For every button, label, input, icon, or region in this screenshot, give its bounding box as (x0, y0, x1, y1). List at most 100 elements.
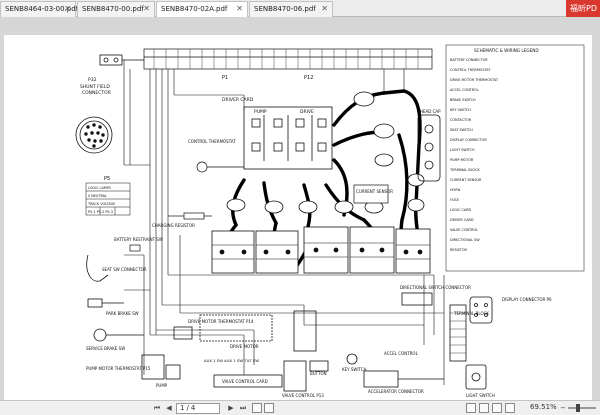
legend-item: CURRENT SENSOR (450, 178, 482, 182)
label-accelerator: ACCELERATOR CONNECTOR (368, 389, 424, 394)
legend-item: VALVE CONTROL (450, 228, 478, 232)
tab-label: SENB8464-03-00.pdf (5, 5, 79, 13)
tab-document-4[interactable]: SENB8470-06.pdf ✕ (249, 1, 333, 17)
zoom-slider-handle[interactable] (576, 404, 581, 412)
pump-motor-thermostat (141, 354, 181, 380)
label-shunt-field: SHUNT FIELD (80, 84, 110, 90)
legend-item: RESISTOR (450, 248, 468, 252)
fit-page-icon[interactable] (505, 403, 515, 413)
close-icon[interactable]: ✕ (236, 4, 243, 13)
seat-switch (86, 254, 109, 282)
terminal-block (449, 304, 467, 362)
label-seat-switch: SEAT SW CONNECTOR (102, 267, 147, 272)
legend-item: BATTERY CONNECTOR (450, 58, 488, 62)
table-p5 (85, 182, 131, 216)
label-button: BUTTON (310, 371, 327, 376)
p5-row-2: S NEUTRAL (88, 194, 107, 198)
p5-row-1: LOGIC LAMPS (88, 186, 111, 190)
contactor-blocks (211, 226, 431, 274)
tab-document-2[interactable]: SENB8470-00.pdf ✕ (77, 1, 155, 17)
label-shunt-connector: CONNECTOR (82, 90, 111, 96)
legend-title: SCHEMATIC & WIRING LEGEND (474, 48, 539, 53)
single-page-icon[interactable] (466, 403, 476, 413)
prev-page-icon[interactable]: ◀ (166, 404, 172, 412)
current-sensor (353, 184, 389, 204)
charging-resistor (168, 212, 212, 220)
p5-row-3: TRACK VOLTAGE (87, 202, 115, 206)
label-aux-switches: AUX 1 SW AUX 1 SW TILT SW (204, 358, 259, 363)
legend-item: KEY SWITCH (450, 108, 471, 112)
close-icon[interactable]: ✕ (143, 4, 150, 13)
copy-icon[interactable] (252, 403, 262, 413)
park-brake-switch (87, 298, 124, 308)
page-layout-icon[interactable] (264, 403, 274, 413)
legend-item: HORN (450, 188, 461, 192)
label-valve-control: VALVE CONTROL P13 (282, 393, 324, 398)
label-current-sensor: CURRENT SENSOR (356, 189, 393, 194)
top-connector-strip (143, 48, 433, 70)
label-p1: P1 (222, 75, 228, 81)
battery-restraint (129, 244, 141, 252)
legend-item: DRIVER CARD (450, 218, 474, 222)
drive-motor-thermostat (173, 314, 273, 342)
document-viewer[interactable]: P1 P12 P32 SHUNT FIELD CONNECTOR (0, 17, 600, 405)
label-battery-restraint: BATTERY RESTRAINT SW (114, 237, 163, 242)
head-cap (417, 114, 441, 182)
label-p32: P32 (88, 77, 97, 83)
label-light-switch: LIGHT SWITCH (466, 393, 495, 398)
legend-list: BATTERY CONNECTOR CONTROL THERMOSTAT DRI… (449, 58, 499, 252)
driver-card (243, 106, 333, 170)
label-drive: DRIVE (300, 109, 314, 115)
label-drive-motor: DRIVE MOTOR (230, 344, 259, 349)
control-thermostat (196, 161, 244, 173)
page-number-field[interactable]: 1/4 (176, 403, 220, 414)
legend-item: CONTACTOR (450, 118, 472, 122)
label-key-switch: KEY SWITCH (342, 367, 367, 372)
label-driver-card: DRIVER CARD (222, 97, 254, 103)
label-head-cap: HEAD CAP (420, 109, 441, 114)
tab-document-3[interactable]: SENB8470-02A.pdf ✕ (156, 1, 248, 17)
legend-item: DISPLAY CONNECTOR (450, 138, 487, 142)
continuous-page-icon[interactable] (479, 403, 489, 413)
close-icon[interactable]: ✕ (64, 4, 71, 13)
legend-item: BRAKE SWITCH (450, 98, 476, 102)
legend-item: TERMINAL BLOCK (449, 168, 480, 172)
key-switch (309, 353, 358, 372)
label-valve-control-card: VALVE CONTROL CARD (222, 379, 268, 384)
label-p12: P12 (304, 75, 313, 81)
page-total: 4 (190, 404, 196, 412)
first-page-icon[interactable]: ⏮ (153, 404, 161, 412)
legend-item: DIRECTIONAL SW (450, 238, 480, 242)
close-icon[interactable]: ✕ (321, 4, 328, 13)
tab-bar: SENB8464-03-00.pdf ✕ SENB8470-00.pdf ✕ S… (0, 0, 600, 17)
last-page-icon[interactable]: ⏭ (239, 404, 247, 412)
legend-item: FUSE (450, 198, 459, 202)
legend-item: PUMP MOTOR (450, 158, 474, 162)
tab-document-1[interactable]: SENB8464-03-00.pdf ✕ (0, 1, 79, 17)
light-switch (465, 364, 487, 390)
label-display-connector: DISPLAY CONNECTOR P6 (502, 297, 552, 302)
main-wiring (123, 60, 445, 385)
legend-item: CONTROL THERMOSTAT (450, 68, 491, 72)
label-drive-motor-thermostat: DRIVE MOTOR THERMOSTAT P14 (188, 319, 254, 324)
label-directional-switch: DIRECTIONAL SWITCH CONNECTOR (400, 285, 471, 290)
pdf-page: P1 P12 P32 SHUNT FIELD CONNECTOR (4, 35, 592, 405)
label-pump-motor-thermostat: PUMP MOTOR THERMOSTAT P15 (86, 366, 151, 371)
legend-item: LIGHT SWITCH (450, 148, 475, 152)
wiring-schematic: P1 P12 P32 SHUNT FIELD CONNECTOR (75, 44, 585, 398)
zoom-level[interactable]: 69.51% (530, 403, 557, 411)
zoom-slider[interactable] (568, 404, 596, 412)
zoom-out-icon[interactable]: − (560, 404, 566, 412)
tab-label: SENB8470-02A.pdf (161, 5, 228, 13)
tab-label: SENB8470-06.pdf (254, 5, 316, 13)
service-brake-switch (93, 328, 144, 342)
label-charging-resistor: CHARGING RESISTOR (152, 223, 195, 228)
p5-row-4: P5-1 P5-2 P5-3 (88, 210, 113, 214)
two-page-icon[interactable] (492, 403, 502, 413)
label-accel-control: ACCEL CONTROL (384, 351, 419, 356)
tab-label: SENB8470-00.pdf (82, 5, 144, 13)
label-pump-p: PUMP (156, 383, 168, 388)
next-page-icon[interactable]: ▶ (228, 404, 234, 412)
legend-box (445, 44, 585, 272)
brand-logo[interactable]: 福昕PD (566, 0, 600, 17)
